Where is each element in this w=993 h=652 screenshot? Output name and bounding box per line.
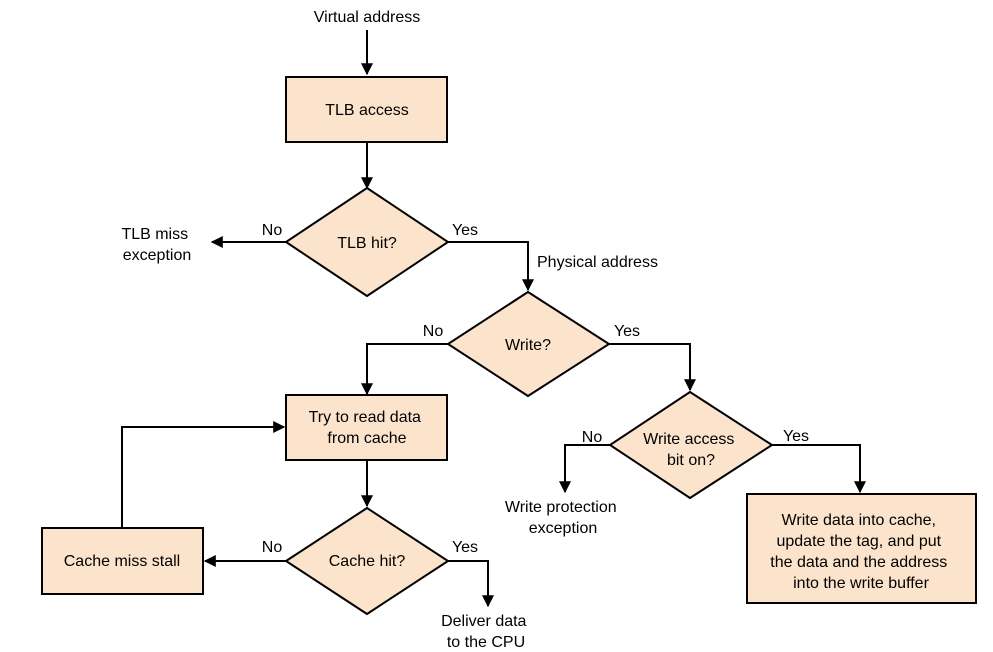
arrow-wab-no bbox=[559, 444, 610, 494]
arrow-stall-loop bbox=[121, 421, 286, 528]
write-access-yes-label: Yes bbox=[783, 428, 809, 445]
tlb-hit-label: TLB hit? bbox=[337, 235, 397, 252]
tlb-hit-no-label: No bbox=[262, 222, 283, 239]
write-data-box bbox=[746, 493, 977, 604]
tlb-miss-exception-label: TLB miss exception bbox=[121, 226, 192, 264]
write-yes-label: Yes bbox=[614, 323, 640, 340]
arrow-wab-yes bbox=[772, 444, 866, 494]
arrow-write-no bbox=[361, 343, 448, 396]
cache-hit-no-label: No bbox=[262, 539, 283, 556]
arrow-cachehit-yes bbox=[448, 560, 494, 608]
tlb-hit-diamond bbox=[284, 186, 450, 298]
write-question-label: Write? bbox=[505, 337, 551, 354]
write-protection-exception-label: Write protection exception bbox=[505, 499, 621, 537]
try-read-box bbox=[285, 394, 448, 461]
cache-miss-stall-box bbox=[41, 527, 204, 595]
physical-address-label: Physical address bbox=[537, 254, 658, 271]
try-read-label: Try to read data from cache bbox=[309, 409, 426, 447]
cache-miss-stall-label: Cache miss stall bbox=[64, 553, 180, 570]
arrow-tlbhit-yes bbox=[448, 241, 534, 292]
write-access-diamond bbox=[608, 390, 774, 500]
tlb-access-box bbox=[285, 76, 448, 143]
cache-hit-yes-label: Yes bbox=[452, 539, 478, 556]
write-data-label: Write data into cache, update the tag, a… bbox=[770, 512, 951, 592]
tlb-access-label: TLB access bbox=[325, 102, 409, 119]
connectors bbox=[121, 30, 866, 608]
tlb-hit-yes-label: Yes bbox=[452, 222, 478, 239]
write-access-bit-label: Write access bit on? bbox=[643, 431, 739, 469]
write-diamond bbox=[446, 290, 611, 398]
deliver-data-label: Deliver data to the CPU bbox=[441, 613, 531, 651]
cache-hit-diamond bbox=[284, 506, 450, 616]
arrow-write-yes bbox=[609, 343, 696, 392]
write-no-label: No bbox=[423, 323, 444, 340]
write-access-no-label: No bbox=[582, 429, 603, 446]
cache-hit-label: Cache hit? bbox=[329, 553, 406, 570]
virtual-address-label: Virtual address bbox=[314, 9, 420, 26]
